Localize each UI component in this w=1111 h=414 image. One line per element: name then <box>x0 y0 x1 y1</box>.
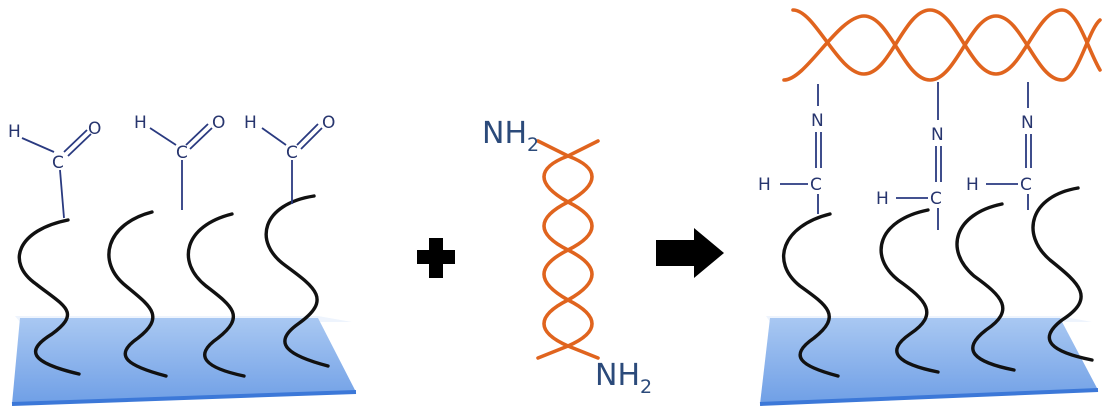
amine-group-bottom: NH2 <box>595 358 652 398</box>
nitrogen-atom: N <box>811 111 824 131</box>
right-arrow-icon <box>656 228 724 278</box>
aldehyde-substrate-panel: H C O H C O H C O <box>8 113 357 406</box>
dna-strand <box>536 139 600 360</box>
bond <box>149 127 177 146</box>
linker-chain <box>186 212 246 378</box>
hydrogen-atom: H <box>134 113 147 133</box>
carbon-atom: C <box>810 175 822 195</box>
carbon-atom: C <box>176 143 188 163</box>
linker-chain <box>1031 186 1094 362</box>
hydrogen-atom: H <box>8 122 21 142</box>
double-bond <box>67 133 92 157</box>
nitrogen-atom: N <box>1021 113 1034 133</box>
oxygen-atom: O <box>212 113 225 133</box>
oxygen-atom: O <box>88 119 101 139</box>
linker-chain <box>107 210 168 378</box>
amine-dna-molecule: NH2 NH2 <box>482 116 652 398</box>
dna-strand <box>791 8 1102 76</box>
nitrogen-atom: N <box>931 125 944 145</box>
bond <box>261 127 287 146</box>
linker-chain <box>782 212 840 378</box>
amine-group-top: NH2 <box>482 116 539 156</box>
carbon-atom: C <box>52 153 64 173</box>
substrate-right <box>760 318 1098 404</box>
hydrogen-atom: H <box>244 113 257 133</box>
dna-strand <box>782 14 1102 82</box>
hydrogen-atom: H <box>758 175 771 195</box>
double-bond <box>63 129 88 153</box>
substrate-right-edge <box>759 388 1099 406</box>
plus-icon <box>417 238 455 278</box>
carbon-atom: C <box>1020 175 1032 195</box>
substrate-left-edge <box>11 390 357 406</box>
bond <box>21 137 55 153</box>
linker-chain <box>264 194 330 368</box>
linker-chain <box>879 208 940 374</box>
double-bond <box>296 123 319 146</box>
hydrogen-atom: H <box>966 175 979 195</box>
double-bond <box>300 127 323 150</box>
hydrogen-atom: H <box>876 189 889 209</box>
immobilized-dna-panel: N C H N C H N C H <box>758 8 1102 406</box>
double-bond <box>189 127 213 150</box>
carbon-atom: C <box>930 189 942 209</box>
substrate-left <box>12 318 356 404</box>
double-bond <box>185 123 209 146</box>
linker-chain <box>955 202 1016 372</box>
linker-chain <box>17 218 81 376</box>
bond <box>59 169 65 219</box>
carbon-atom: C <box>286 143 298 163</box>
oxygen-atom: O <box>322 113 335 133</box>
